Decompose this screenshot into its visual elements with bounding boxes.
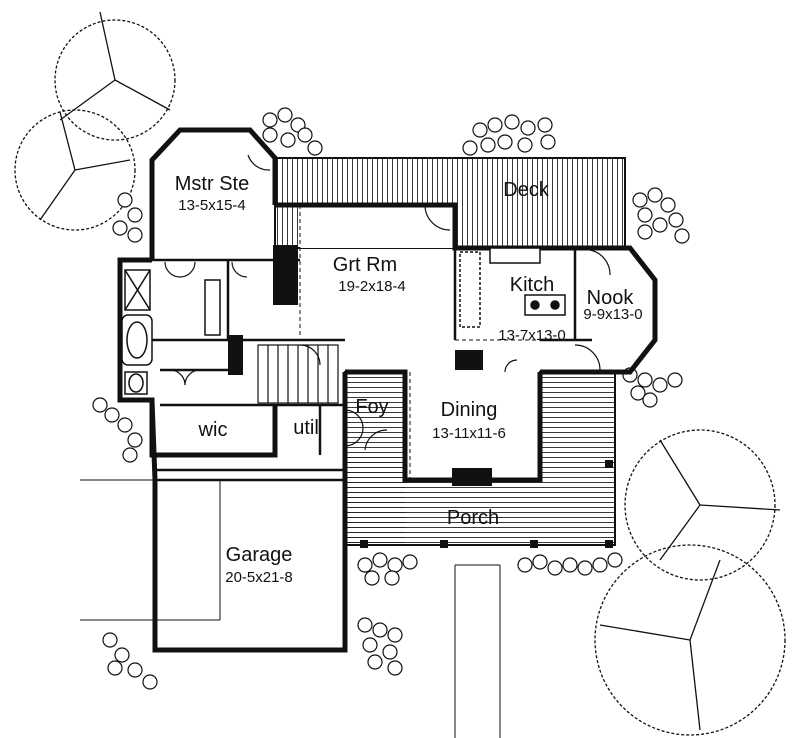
label-great-room: Grt Rm [332, 254, 398, 276]
label-garage: Garage [225, 544, 293, 566]
label-dining: Dining [440, 399, 498, 421]
size-kitchen: 13-7x13-0 [498, 327, 566, 344]
doors [164, 154, 611, 451]
label-nook: Nook [586, 287, 634, 309]
size-great-room: 19-2x18-4 [338, 278, 406, 295]
bath-fixtures [121, 269, 221, 395]
tree-group-top-left [14, 11, 176, 231]
size-garage: 20-5x21-8 [225, 569, 293, 586]
shrubs [92, 107, 690, 690]
label-kitchen: Kitch [509, 274, 555, 296]
fireplace [228, 245, 492, 486]
stair [257, 344, 339, 404]
size-master-suite: 13-5x15-4 [178, 197, 246, 214]
label-deck: Deck [503, 179, 549, 201]
label-porch: Porch [446, 507, 500, 529]
driveway [80, 479, 501, 738]
size-dining: 13-11x11-6 [432, 425, 506, 442]
label-master-suite: Mstr Ste [174, 173, 250, 195]
porch-posts [360, 460, 613, 548]
size-nook: 9-9x13-0 [583, 306, 643, 323]
kitchen-fixtures [459, 247, 566, 328]
tree-group-right [594, 429, 786, 736]
label-utility: util [293, 417, 319, 439]
label-foyer: Foy [355, 396, 389, 418]
label-wic: wic [198, 419, 228, 441]
